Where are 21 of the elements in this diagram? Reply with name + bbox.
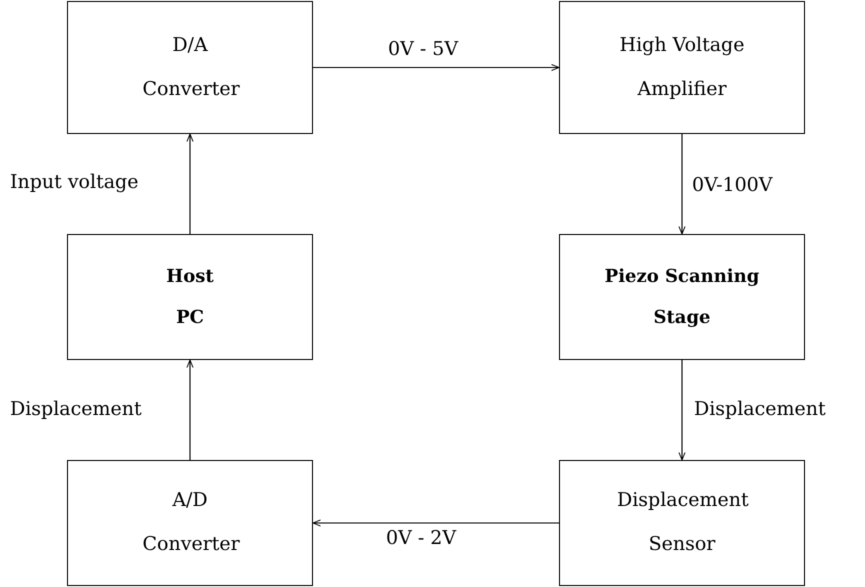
process-box bbox=[559, 460, 805, 586]
process-box bbox=[559, 234, 805, 360]
edge-label: Displacement bbox=[10, 398, 142, 421]
box-label: Displacement Sensor bbox=[617, 488, 747, 557]
arrow bbox=[313, 64, 560, 72]
process-box bbox=[67, 460, 313, 586]
arrow bbox=[186, 360, 194, 460]
arrow bbox=[678, 360, 686, 460]
arrow bbox=[678, 134, 686, 234]
arrow bbox=[312, 519, 559, 527]
process-box bbox=[67, 1, 313, 134]
box-label: Host PC bbox=[165, 264, 215, 330]
box-label: Piezo Scanning Stage bbox=[604, 264, 760, 330]
edge-label: Input voltage bbox=[10, 171, 138, 194]
edge-label: Displacement bbox=[694, 398, 826, 421]
process-box bbox=[559, 1, 805, 134]
box-label: High Voltage Amplifier bbox=[618, 32, 746, 102]
box-label: D/A Converter bbox=[142, 32, 238, 102]
box-label: A/D Converter bbox=[142, 488, 238, 557]
process-box bbox=[67, 234, 313, 360]
arrow bbox=[186, 134, 194, 234]
